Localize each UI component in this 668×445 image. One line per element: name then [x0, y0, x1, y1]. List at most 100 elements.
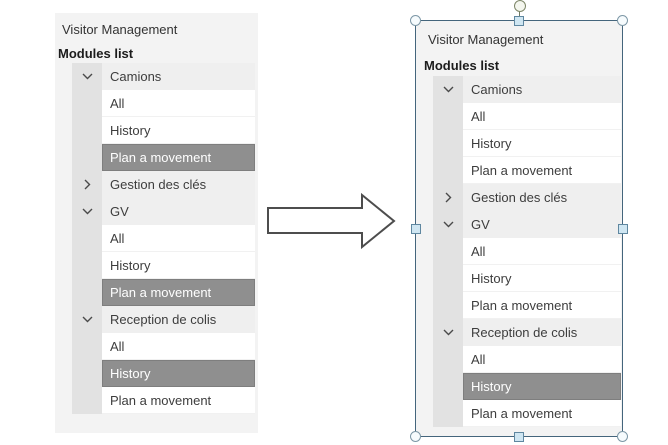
resize-handle-bottom-center[interactable]	[514, 432, 524, 442]
tree-item-label: Camions	[463, 76, 621, 103]
tree-item-label: Camions	[102, 63, 255, 90]
tree-item[interactable]: Plan a movement	[72, 279, 255, 306]
tree-item-label: Plan a movement	[463, 292, 621, 319]
tree-item[interactable]: History	[433, 265, 621, 292]
tree-row-gutter	[433, 238, 463, 265]
chevron-right-icon[interactable]	[84, 179, 91, 190]
tree-item-label: All	[102, 225, 255, 252]
tree-item-label: All	[463, 238, 621, 265]
panel-subtitle: Modules list	[58, 46, 134, 61]
tree-item-label: Gestion des clés	[463, 184, 621, 211]
tree-row-gutter	[72, 144, 102, 171]
resize-handle-bottom-right[interactable]	[617, 431, 628, 442]
rotate-handle[interactable]	[514, 0, 526, 12]
tree-item-group[interactable]: Gestion des clés	[433, 184, 621, 211]
tree-row-gutter	[433, 103, 463, 130]
tree-item-label: History	[463, 373, 621, 400]
tree-item[interactable]: Plan a movement	[433, 400, 621, 427]
tree-item-label: GV	[463, 211, 621, 238]
panel-title: Visitor Management	[428, 32, 544, 47]
tree-row-gutter	[433, 292, 463, 319]
tree-row-gutter	[72, 252, 102, 279]
tree-item[interactable]: All	[72, 90, 255, 117]
tree-row-gutter	[433, 157, 463, 184]
tree-row-gutter	[433, 76, 463, 103]
tree-item-label: All	[463, 103, 621, 130]
tree-item-label: All	[102, 90, 255, 117]
tree-item-group[interactable]: Gestion des clés	[72, 171, 255, 198]
tree-item[interactable]: History	[433, 373, 621, 400]
tree-item[interactable]: All	[72, 225, 255, 252]
tree-row-gutter	[72, 306, 102, 333]
tree-row-gutter	[433, 130, 463, 157]
tree-item[interactable]: Plan a movement	[72, 144, 255, 171]
tree-row-gutter	[72, 225, 102, 252]
tree-item-label: GV	[102, 198, 255, 225]
tree-item-group[interactable]: GV	[72, 198, 255, 225]
tree-row-gutter	[72, 198, 102, 225]
tree-item-label: Plan a movement	[102, 144, 255, 171]
tree-row-gutter	[72, 90, 102, 117]
chevron-down-icon[interactable]	[82, 208, 93, 215]
resize-handle-middle-left[interactable]	[411, 224, 421, 234]
tree-item-group[interactable]: Reception de colis	[72, 306, 255, 333]
tree-item[interactable]: History	[433, 130, 621, 157]
tree-item[interactable]: History	[72, 360, 255, 387]
tree-row-gutter	[72, 279, 102, 306]
tree-row-gutter	[433, 373, 463, 400]
tree-item-group[interactable]: GV	[433, 211, 621, 238]
tree-item[interactable]: Plan a movement	[72, 387, 255, 414]
resize-handle-top-center[interactable]	[514, 16, 524, 26]
tree-item[interactable]: History	[72, 117, 255, 144]
panel-subtitle: Modules list	[424, 58, 500, 73]
tree-item-label: Gestion des clés	[102, 171, 255, 198]
tree-item-label: All	[102, 333, 255, 360]
tree-row-gutter	[72, 387, 102, 414]
tree-row-gutter	[72, 333, 102, 360]
chevron-down-icon[interactable]	[443, 221, 454, 228]
tree-item[interactable]: All	[433, 103, 621, 130]
tree-row-gutter	[72, 117, 102, 144]
tree-row-gutter	[72, 171, 102, 198]
tree-row-gutter	[433, 400, 463, 427]
tree-item-label: History	[102, 117, 255, 144]
tree-item-label: History	[102, 252, 255, 279]
tree-item[interactable]: All	[433, 346, 621, 373]
tree-row-gutter	[433, 346, 463, 373]
tree-row-gutter	[433, 265, 463, 292]
resize-handle-bottom-left[interactable]	[410, 431, 421, 442]
tree-item-label: History	[102, 360, 255, 387]
tree-item[interactable]: Plan a movement	[433, 157, 621, 184]
chevron-right-icon[interactable]	[445, 192, 452, 203]
tree-item-label: Plan a movement	[463, 157, 621, 184]
tree-item-label: Plan a movement	[463, 400, 621, 427]
tree-item-group[interactable]: Reception de colis	[433, 319, 621, 346]
tree-item-group[interactable]: Camions	[433, 76, 621, 103]
right-arrow-icon	[267, 192, 396, 250]
resize-handle-top-left[interactable]	[410, 15, 421, 26]
tree-row-gutter	[433, 184, 463, 211]
tree-item[interactable]: All	[433, 238, 621, 265]
chevron-down-icon[interactable]	[82, 316, 93, 323]
tree-item-label: Plan a movement	[102, 387, 255, 414]
tree-item-group[interactable]: Camions	[72, 63, 255, 90]
tree-item-label: All	[463, 346, 621, 373]
tree-row-gutter	[433, 211, 463, 238]
chevron-down-icon[interactable]	[82, 73, 93, 80]
tree-item-label: Reception de colis	[463, 319, 621, 346]
tree-row-gutter	[72, 63, 102, 90]
panel-title: Visitor Management	[62, 22, 178, 37]
resize-handle-middle-right[interactable]	[618, 224, 628, 234]
tree-item[interactable]: All	[72, 333, 255, 360]
tree-item-label: History	[463, 265, 621, 292]
tree-item[interactable]: Plan a movement	[433, 292, 621, 319]
tree-item-label: Reception de colis	[102, 306, 255, 333]
chevron-down-icon[interactable]	[443, 329, 454, 336]
chevron-down-icon[interactable]	[443, 86, 454, 93]
tree-item[interactable]: History	[72, 252, 255, 279]
resize-handle-top-right[interactable]	[617, 15, 628, 26]
tree-row-gutter	[72, 360, 102, 387]
